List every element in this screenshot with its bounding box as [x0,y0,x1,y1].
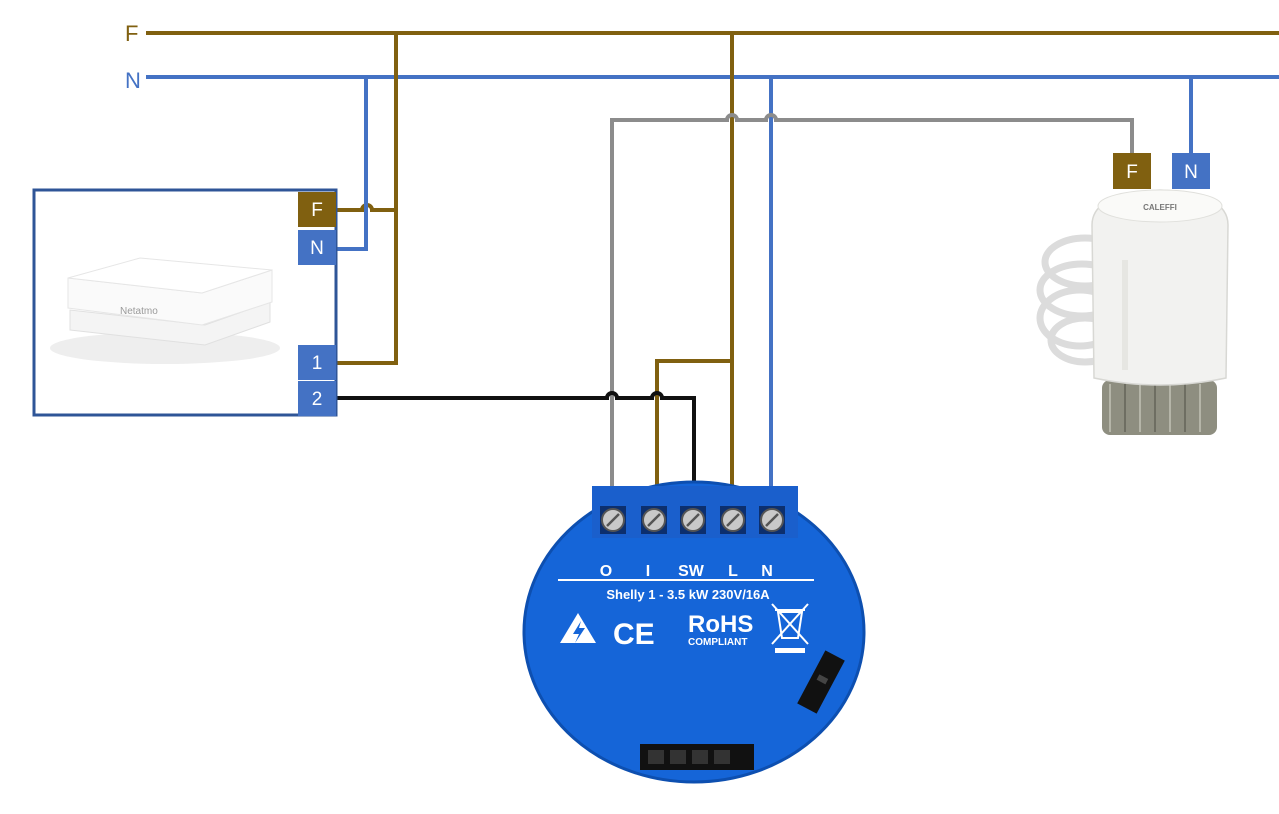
phase-rail: F [125,21,1279,46]
wire-neutral-thermostat [336,77,368,251]
wire-output-actuator [610,113,1134,488]
thermostat-brand-text: Netatmo [120,306,158,317]
thermostat-terminal-1: 1 [298,345,336,380]
shelly-terminal-label-i: I [646,563,650,580]
actuator-terminal-f-label: F [1126,162,1138,183]
thermostat-device-image: Netatmo [50,257,280,364]
shelly-screw-o [600,506,626,534]
shelly-screw-n [759,506,785,534]
thermostat-terminal-f: F [298,192,336,227]
thermostat-terminal-1-label: 1 [312,353,323,374]
shelly-bottom-connector [640,744,754,770]
actuator-image: CALEFFI [1091,189,1229,435]
shelly-terminal-label-l: L [728,563,738,580]
neutral-rail: N [125,68,1279,93]
weee-bin-icon [771,603,809,653]
actuator-terminal-n: N [1172,153,1210,189]
shelly-module: O I SW L N Shelly 1 - 3.5 kW 230V/16A CE… [522,480,866,784]
wire-signal-shelly-sw [336,391,696,488]
thermostat-terminal-n-label: N [310,238,324,259]
shelly-side-connector [797,650,845,714]
shelly-screw-sw [680,506,706,534]
thermostat: Netatmo F N 1 2 [32,188,338,417]
thermostat-terminal-n: N [298,230,336,265]
shelly-screw-i [641,506,667,534]
thermostat-terminal-f-label: F [311,200,323,221]
thermostat-terminal-2-label: 2 [312,389,323,410]
shelly-warning-icon [560,613,596,643]
phase-rail-label: F [125,21,138,46]
shelly-screw-l [720,506,746,534]
wire-phase-shelly-i [655,359,732,488]
actuator-brand-text: CALEFFI [1143,203,1177,212]
actuator-terminal-f: F [1113,153,1151,189]
shelly-rohs-text: RoHS [688,611,753,638]
shelly-model-text: Shelly 1 - 3.5 kW 230V/16A [606,587,770,602]
shelly-terminal-label-sw: SW [678,563,705,580]
shelly-compliant-text: COMPLIANT [688,637,747,648]
neutral-rail-label: N [125,68,141,93]
shelly-ce-mark: CE [613,618,655,651]
thermostat-terminal-2: 2 [298,381,336,416]
actuator: CALEFFI F N [1036,153,1229,435]
shelly-terminal-label-o: O [600,563,612,580]
shelly-terminal-label-n: N [761,563,773,580]
actuator-terminal-n-label: N [1184,162,1198,183]
